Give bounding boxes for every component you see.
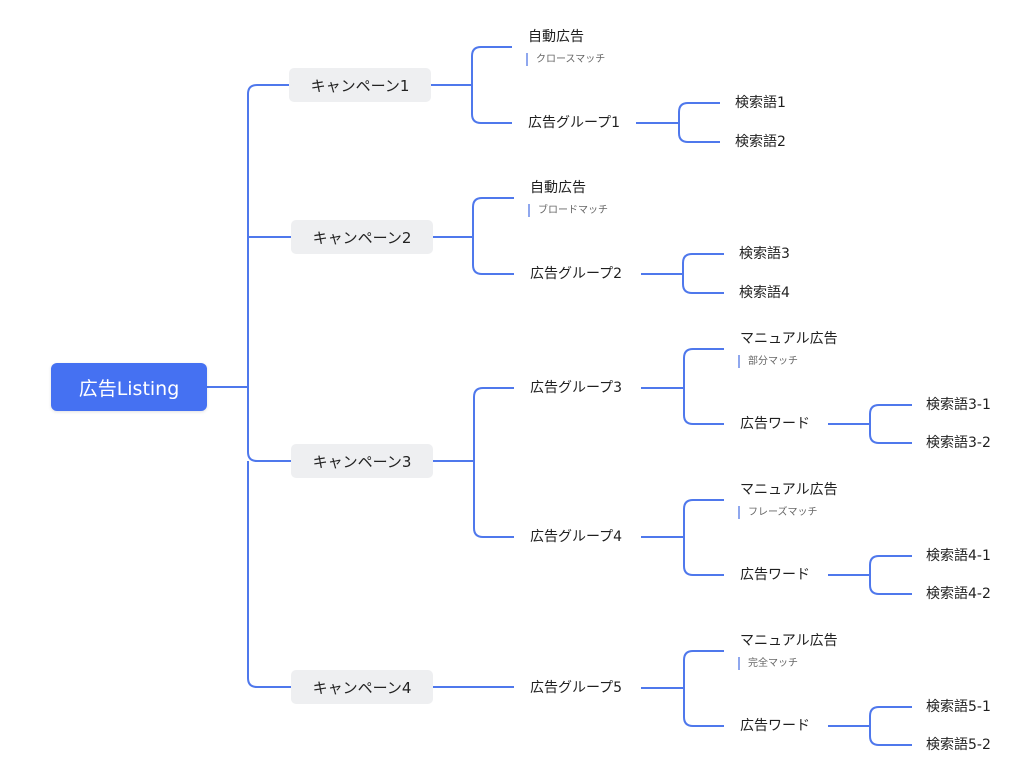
connector-adgroup4 <box>641 499 724 576</box>
search-term-node[interactable]: 検索語5-1 <box>926 699 991 715</box>
auto-ad-node-1[interactable]: 自動広告 <box>528 29 584 45</box>
search-term-node[interactable]: 検索語5-2 <box>926 737 991 753</box>
connector-adword3 <box>828 706 912 746</box>
connector-campaign3 <box>433 387 514 538</box>
search-term-node[interactable]: 検索語1 <box>735 95 786 111</box>
ad-group-node-4[interactable]: 広告グループ4 <box>530 529 623 545</box>
ad-group-node-1[interactable]: 広告グループ1 <box>528 115 621 131</box>
connector-root-campaigns <box>207 84 291 688</box>
connector-campaign1 <box>431 46 512 124</box>
ad-group-node-2[interactable]: 広告グループ2 <box>530 266 623 282</box>
search-term-node[interactable]: 検索語3-2 <box>926 435 991 451</box>
search-term-node[interactable]: 検索語2 <box>735 134 786 150</box>
connector-adgroup5 <box>641 650 724 727</box>
connector-adword2 <box>828 555 912 595</box>
match-type-note: フレーズマッチ <box>738 506 818 519</box>
ad-word-node-2[interactable]: 広告ワード <box>740 567 810 583</box>
search-term-node[interactable]: 検索語3-1 <box>926 397 991 413</box>
ad-word-node-1[interactable]: 広告ワード <box>740 416 810 432</box>
manual-ad-node-1[interactable]: マニュアル広告 <box>740 331 838 347</box>
connector-adword1 <box>828 404 912 444</box>
root-node[interactable]: 広告Listing <box>51 363 207 411</box>
campaign-node-2[interactable]: キャンペーン2 <box>291 220 433 254</box>
connector-adgroup2 <box>641 253 724 294</box>
match-type-note: 部分マッチ <box>738 355 798 368</box>
search-term-node[interactable]: 検索語4 <box>739 285 790 301</box>
ad-word-node-3[interactable]: 広告ワード <box>740 718 810 734</box>
campaign-node-1[interactable]: キャンペーン1 <box>289 68 431 102</box>
connector-adgroup1 <box>636 102 720 143</box>
ad-group-node-5[interactable]: 広告グループ5 <box>530 680 623 696</box>
match-type-note: 完全マッチ <box>738 657 798 670</box>
campaign-node-3[interactable]: キャンペーン3 <box>291 444 433 478</box>
search-term-node[interactable]: 検索語4-2 <box>926 586 991 602</box>
search-term-node[interactable]: 検索語3 <box>739 246 790 262</box>
match-type-note: ブロードマッチ <box>528 204 608 217</box>
match-type-note: クロースマッチ <box>526 53 605 66</box>
manual-ad-node-3[interactable]: マニュアル広告 <box>740 633 838 649</box>
auto-ad-node-2[interactable]: 自動広告 <box>530 180 586 196</box>
connector-campaign2 <box>433 197 514 275</box>
campaign-node-4[interactable]: キャンペーン4 <box>291 670 433 704</box>
ad-group-node-3[interactable]: 広告グループ3 <box>530 380 623 396</box>
search-term-node[interactable]: 検索語4-1 <box>926 548 991 564</box>
connector-adgroup3 <box>641 348 724 425</box>
manual-ad-node-2[interactable]: マニュアル広告 <box>740 482 838 498</box>
